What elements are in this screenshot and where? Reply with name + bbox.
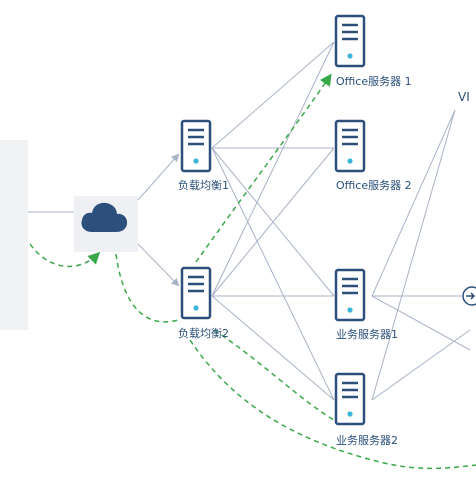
business-server-2-label: 业务服务器2 (336, 434, 398, 447)
cloud-icon (81, 202, 128, 232)
client-panel (0, 140, 28, 330)
server-icon (334, 268, 366, 322)
arrow-circle-icon (462, 286, 476, 306)
server-icon (334, 372, 366, 426)
load-balancer-1-label: 负载均衡1 (178, 179, 229, 192)
business-server-1-label: 业务服务器1 (336, 328, 398, 341)
arrow-cloud-lb1 (137, 153, 180, 201)
server-icon (180, 266, 212, 320)
green-path (29, 73, 476, 470)
mesh-lb1 (211, 41, 335, 401)
mesh-lb2 (211, 41, 335, 401)
mesh-right (371, 109, 471, 401)
server-icon (334, 119, 366, 173)
server-icon (180, 119, 212, 173)
vip-label: VI (458, 90, 470, 104)
office-server-1-label: Office服务器 1 (336, 75, 412, 88)
server-icon (334, 14, 366, 68)
arrow-cloud-lb2 (137, 243, 180, 287)
load-balancer-2-label: 负载均衡2 (178, 327, 229, 340)
office-server-2-label: Office服务器 2 (336, 179, 412, 192)
